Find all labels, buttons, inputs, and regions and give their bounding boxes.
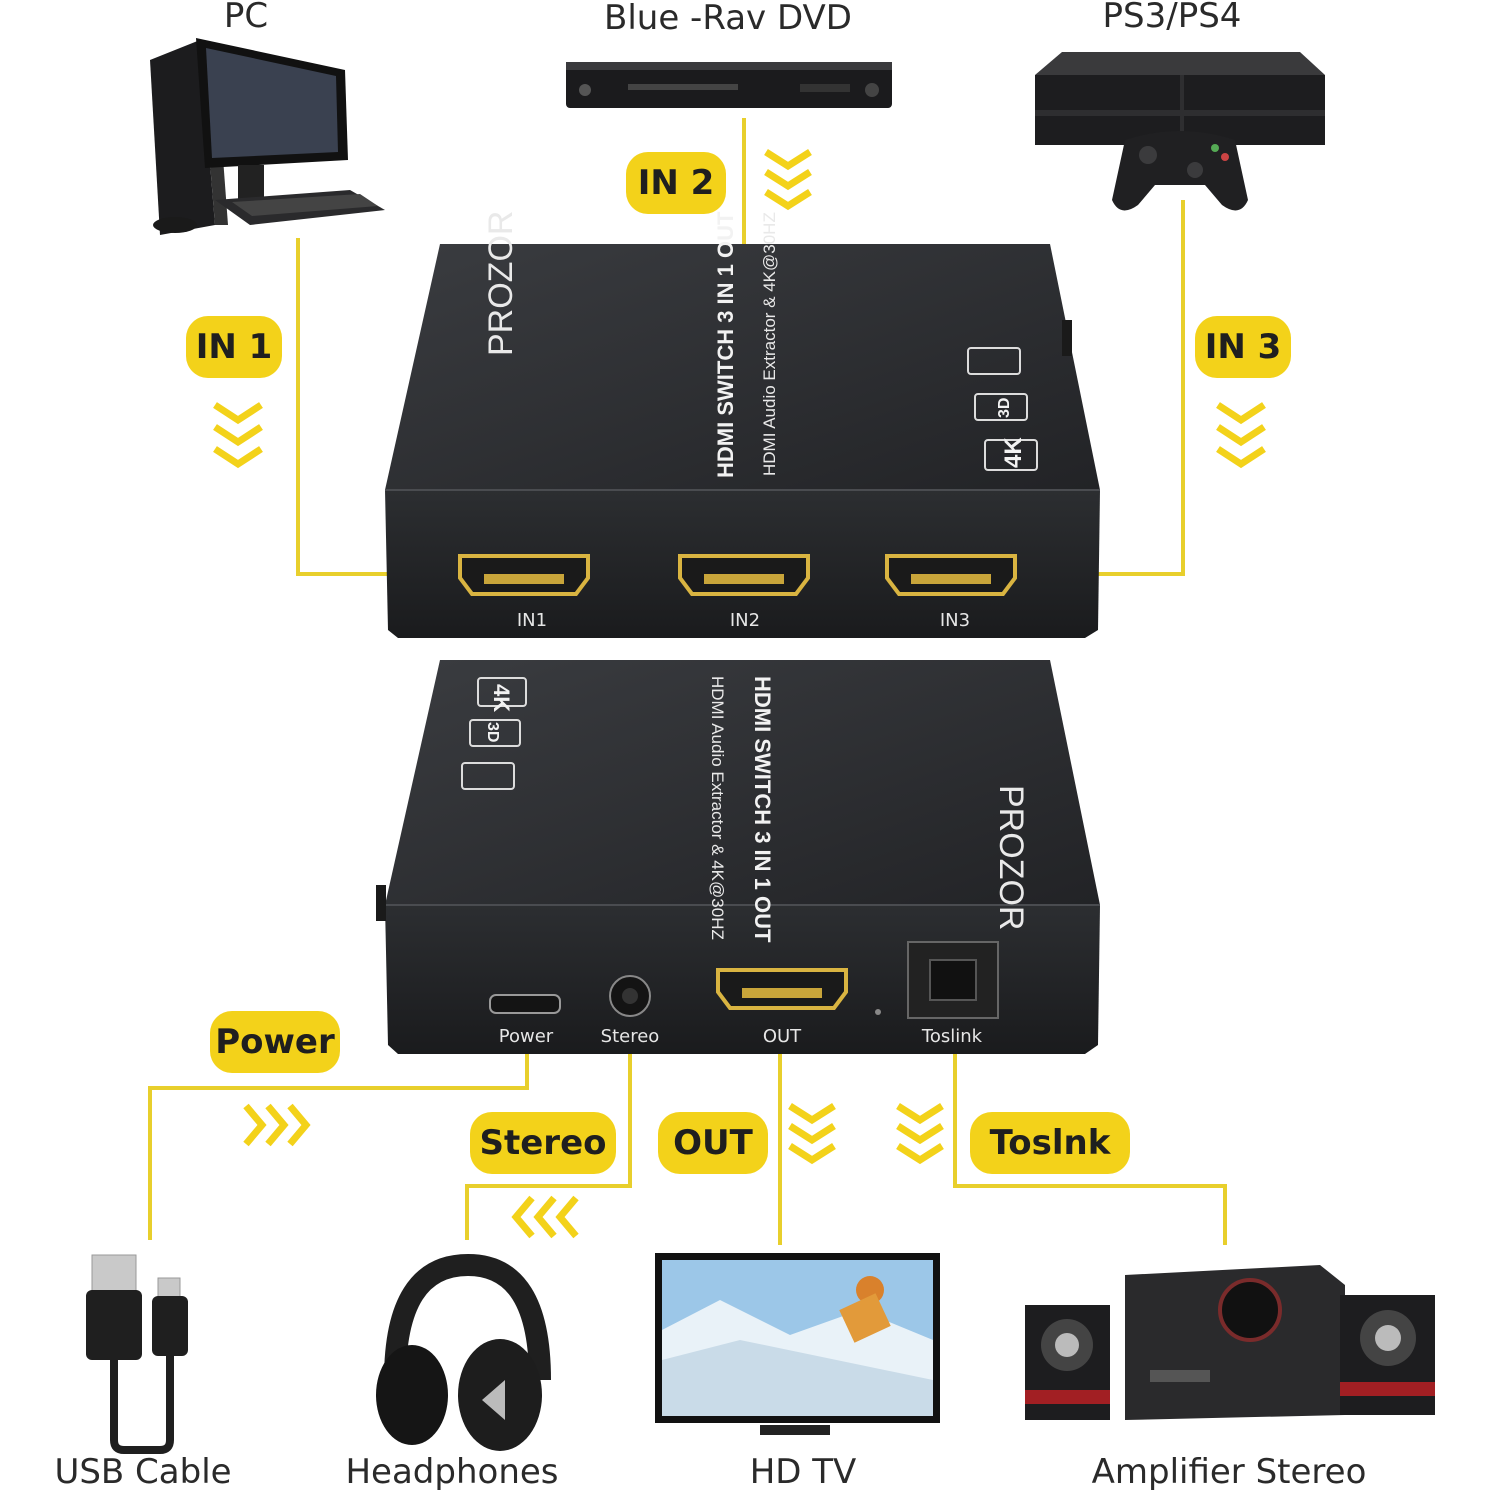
headphone-badge-icon (967, 347, 1021, 375)
box-brand-top: PROZOR (482, 211, 520, 356)
box-brand-bottom: PROZOR (992, 785, 1030, 930)
port-label-in2: IN2 (730, 610, 760, 631)
caption-usb-cable: USB Cable (54, 1452, 232, 1492)
badge-4k-top: 4K (1000, 437, 1027, 468)
hdmi-out-port-icon (716, 968, 848, 1010)
box-model-top: HDMI SWITCH 3 IN 1 OUT (713, 211, 738, 478)
port-label-power: Power (499, 1026, 554, 1047)
box-model-bottom: HDMI SWITCH 3 IN 1 OUT (750, 676, 775, 943)
box-subtitle-bottom: HDMI Audio Extractor & 4K@30HZ (708, 676, 727, 940)
badge-3d-bottom: 3D (484, 722, 501, 742)
rear-port-icons (489, 941, 999, 1019)
caption-console: PS3/PS4 (1102, 0, 1242, 36)
caption-dvd: Blue -Rav DVD (604, 0, 852, 38)
headphones-illustration (376, 1253, 551, 1451)
caption-hd-tv: HD TV (749, 1452, 857, 1492)
badges-bottom (461, 677, 527, 790)
port-label-in3: IN3 (940, 610, 970, 631)
port-label-in1: IN1 (517, 610, 547, 631)
tag-in2: IN 2 (626, 152, 726, 214)
chevron-down-icon (213, 149, 1266, 1165)
tag-in1: IN 1 (186, 316, 282, 378)
port-label-out: OUT (763, 1026, 802, 1047)
hd-tv-illustration (655, 1253, 940, 1435)
tag-out: OUT (658, 1112, 768, 1174)
badge-4k-bottom: 4K (489, 684, 514, 712)
micro-usb-port-icon (489, 994, 561, 1014)
headphone-badge-icon (461, 762, 515, 790)
usb-cable-illustration (86, 1254, 188, 1454)
badge-3d-top: 3D (996, 398, 1013, 418)
chevron-right-icon (243, 1103, 311, 1147)
badges-top (967, 347, 1038, 471)
caption-amplifier: Amplifier Stereo (1091, 1452, 1367, 1492)
chevron-left-icon (511, 1195, 579, 1239)
game-console-illustration (1035, 52, 1325, 211)
tag-stereo: Stereo (470, 1112, 616, 1174)
dvd-player-illustration (566, 62, 892, 108)
amplifier-speakers-illustration (1025, 1265, 1435, 1420)
tag-toslink: Toslnk (970, 1112, 1130, 1174)
caption-pc: PC (223, 0, 269, 36)
port-label-stereo: Stereo (601, 1026, 660, 1047)
pc-illustration (150, 38, 385, 235)
port-label-toslink: Toslink (921, 1026, 983, 1047)
hdmi-port-icons-top (458, 554, 1017, 596)
caption-headphones: Headphones (345, 1452, 559, 1492)
tag-power: Power (210, 1011, 340, 1073)
box-subtitle-top: HDMI Audio Extractor & 4K@30HZ (760, 212, 779, 476)
tag-in3: IN 3 (1195, 316, 1291, 378)
